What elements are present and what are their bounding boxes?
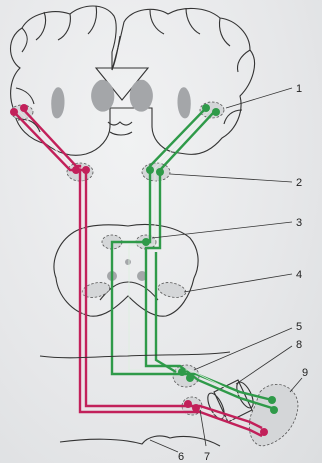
ganglion-5 (173, 365, 199, 387)
spinal-cord-outline (54, 225, 198, 317)
neuron-red-6 (192, 404, 200, 412)
spinal-tract-right (157, 280, 187, 300)
neuron-green-3 (146, 166, 154, 174)
green-pathway (112, 108, 272, 408)
neuron-red-5 (184, 400, 192, 408)
neuron-green-1 (202, 104, 210, 112)
ganglion-9 (249, 384, 298, 446)
neuron-green-4 (156, 168, 164, 176)
neuron-dots (10, 104, 278, 436)
label-3: 3 (296, 217, 302, 229)
neuron-green-7 (186, 374, 194, 382)
neuron-red-3 (72, 166, 80, 174)
label-6: 6 (178, 451, 184, 463)
lentiform-right (177, 87, 190, 118)
longitudinal-fissure (112, 36, 120, 70)
neuron-red-7 (260, 428, 268, 436)
thalamus-left (91, 80, 114, 112)
label-5: 5 (296, 321, 302, 333)
lentiform-left (51, 87, 64, 118)
neuron-red-2 (20, 104, 28, 112)
label-9: 9 (302, 367, 308, 379)
label-4: 4 (296, 269, 302, 281)
label-7: 7 (204, 451, 210, 463)
neuron-red-1 (10, 108, 18, 116)
neuron-red-4 (82, 166, 90, 174)
central-canal (125, 259, 131, 265)
brain-section (11, 6, 255, 155)
hypothalamus-marks (108, 122, 132, 135)
neuron-green-5 (142, 238, 150, 246)
neuron-green-8 (268, 396, 276, 404)
label-2: 2 (296, 177, 302, 189)
cerebral-outline (11, 6, 255, 155)
label-1: 1 (296, 83, 302, 95)
label-8: 8 (296, 339, 302, 351)
neuron-green-6 (178, 368, 186, 376)
right-gyri (150, 8, 250, 124)
thalamus-right (130, 80, 153, 112)
upper-contour (40, 352, 230, 358)
neuron-green-2 (212, 108, 220, 116)
spinal-cord-section (54, 225, 198, 317)
lower-contour (60, 436, 220, 446)
neuron-green-9 (270, 406, 278, 414)
